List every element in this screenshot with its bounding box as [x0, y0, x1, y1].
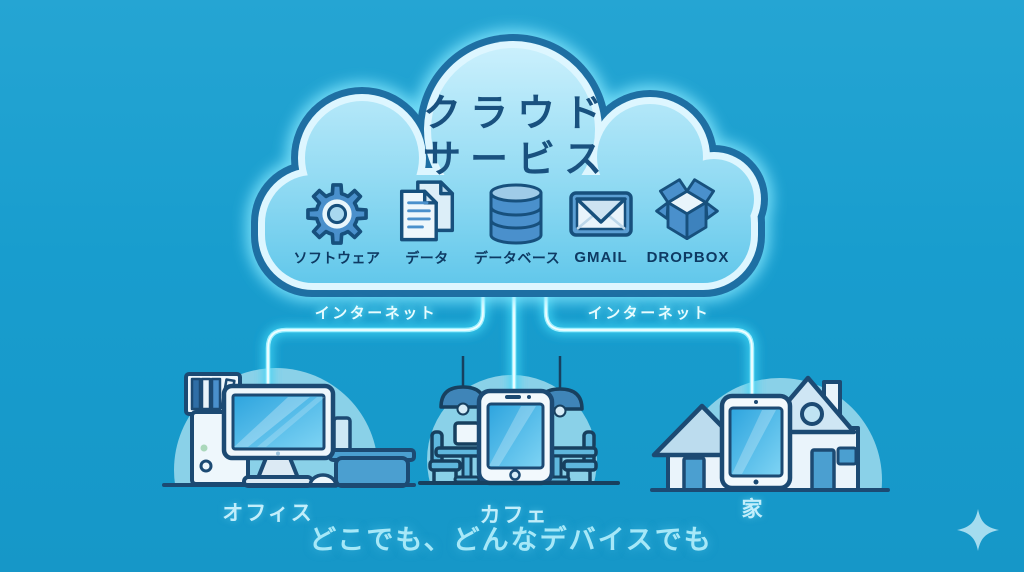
internet-label-left: インターネット [314, 305, 438, 322]
pendant-lamp-icon [439, 356, 487, 416]
open-box-icon [655, 178, 719, 241]
cafe-scene [418, 356, 620, 486]
service-label-gmail: GMAIL [574, 249, 628, 266]
tablet-icon [719, 393, 793, 491]
service-label-data: データ [405, 250, 449, 266]
service-label-dropbox: DROPBOX [646, 249, 730, 266]
service-icons [306, 178, 719, 245]
location-label-cafe: カフェ [479, 504, 549, 527]
service-label-database: データベース [473, 250, 561, 266]
location-label-office: オフィス [222, 502, 314, 525]
smartphone-icon [476, 388, 555, 486]
location-label-home: 家 [741, 498, 765, 521]
caption: どこでも、どんなデバイスでも [309, 525, 713, 555]
desk-icon [328, 416, 416, 488]
documents-icon [399, 180, 455, 242]
cloud-title-line1: クラウド [422, 93, 612, 135]
office-scene [162, 372, 416, 488]
desktop-computer-icon [221, 383, 336, 488]
service-label-software: ソフトウェア [293, 250, 381, 266]
envelope-icon [569, 191, 633, 237]
home-scene [650, 375, 890, 492]
sparkle-icon [957, 509, 999, 551]
gear-icon [306, 183, 368, 245]
cloud-title-line2: サービス [422, 139, 612, 181]
internet-label-right: インターネット [587, 305, 711, 322]
database-icon [489, 183, 543, 245]
network-lines [263, 283, 757, 407]
